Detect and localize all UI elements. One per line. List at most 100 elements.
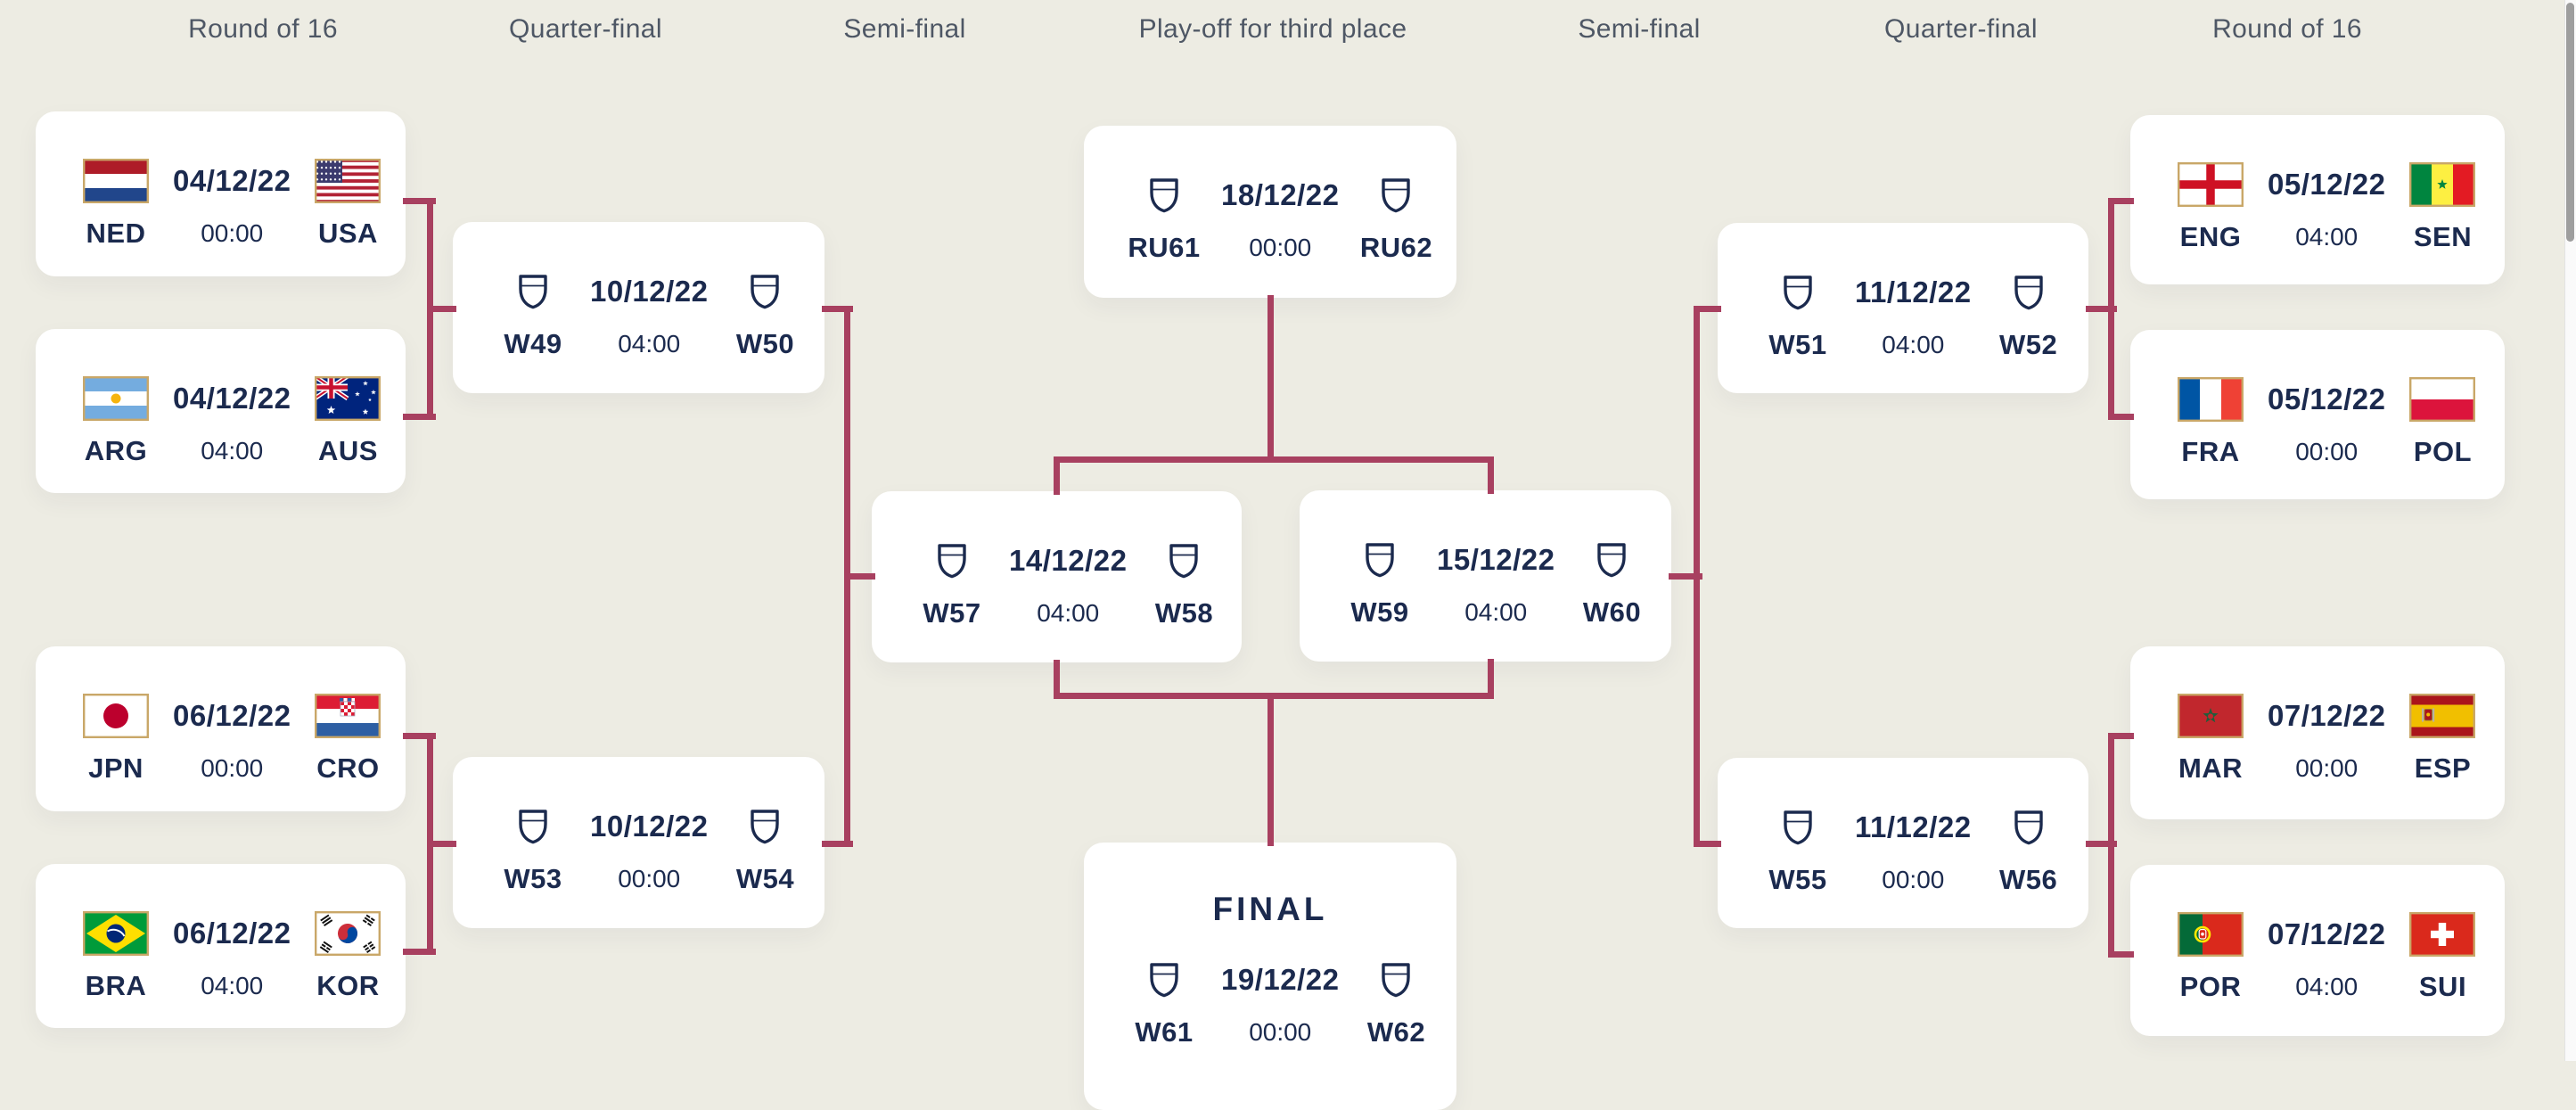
away-team-code: POL [2413, 436, 2473, 467]
match-card-r16-ned-usa[interactable]: NED 04/12/22 00:00 USA [36, 111, 406, 276]
match-time: 00:00 [1882, 866, 1945, 893]
match-card-final-w61-w62[interactable]: FINAL W61 19/12/22 00:00 W62 [1084, 843, 1456, 1110]
cro-flag-icon [315, 694, 381, 738]
home-team-code: NED [86, 218, 146, 249]
shield-icon [751, 810, 780, 844]
away-team-code: SEN [2413, 221, 2473, 252]
bracket-connector-line [1693, 840, 1721, 847]
match-card-grid: ENG 05/12/22 04:00 SEN [2130, 161, 2505, 252]
match-card-sf-w57-w58[interactable]: W57 14/12/22 04:00 W58 [872, 491, 1242, 662]
match-card-r16-eng-sen[interactable]: ENG 05/12/22 04:00 SEN [2130, 115, 2505, 284]
jpn-flag-icon [83, 694, 149, 738]
home-team: ENG [2154, 161, 2268, 252]
match-card-grid: W49 10/12/22 04:00 W50 [453, 268, 824, 359]
match-info: 04/12/22 00:00 [173, 158, 291, 249]
home-team-code: RU61 [1128, 232, 1201, 263]
match-date: 07/12/22 [2268, 917, 2386, 950]
match-date: 11/12/22 [1855, 810, 1972, 843]
match-card-r16-mar-esp[interactable]: MAR 07/12/22 00:00 ESP [2130, 646, 2505, 819]
bracket-connector-line [402, 197, 436, 204]
match-card-grid: ARG 04/12/22 04:00 AUS [36, 375, 406, 466]
away-team-code: CRO [316, 752, 380, 784]
round-header-1: Round of 16 [188, 14, 338, 44]
bracket-connector-line [426, 840, 456, 847]
bracket-connector-line [2107, 732, 2114, 958]
eng-flag-icon [2178, 162, 2244, 207]
match-card-qf-w51-w52[interactable]: W51 11/12/22 04:00 W52 [1718, 223, 2088, 393]
match-time: 00:00 [201, 754, 264, 782]
match-card-grid: W55 11/12/22 00:00 W56 [1718, 804, 2088, 895]
shield-icon [938, 544, 966, 579]
bracket-connector-line [2107, 197, 2134, 204]
sui-flag-icon [2409, 912, 2476, 957]
round-header-3: Semi-final [843, 14, 966, 44]
match-card-r16-jpn-cro[interactable]: JPN 06/12/22 00:00 CRO [36, 646, 406, 811]
bracket-connector-line [402, 948, 436, 955]
esp-flag-icon [2409, 694, 2476, 738]
bracket-connector-line [1053, 692, 1494, 699]
away-team: W52 [1972, 269, 2086, 360]
match-time: 04:00 [618, 330, 681, 358]
away-team-code: RU62 [1359, 232, 1433, 263]
bracket-connector-line [402, 413, 436, 420]
match-card-r16-bra-kor[interactable]: BRA 06/12/22 04:00 KOR [36, 864, 406, 1028]
match-card-playoff-ru61-ru62[interactable]: RU61 18/12/22 00:00 RU62 [1084, 126, 1456, 298]
match-date: 05/12/22 [2268, 382, 2386, 415]
match-card-qf-w55-w56[interactable]: W55 11/12/22 00:00 W56 [1718, 758, 2088, 928]
match-date: 15/12/22 [1437, 543, 1555, 576]
home-team: MAR [2154, 693, 2268, 784]
shield-icon [751, 275, 780, 309]
match-card-grid: MAR 07/12/22 00:00 ESP [2130, 693, 2505, 784]
match-date: 14/12/22 [1009, 544, 1128, 577]
match-card-grid: W51 11/12/22 04:00 W52 [1718, 269, 2088, 360]
home-team-code: W49 [504, 328, 562, 359]
away-team: SUI [2385, 911, 2499, 1002]
bracket-connector-line [821, 840, 853, 847]
home-team-code: W57 [923, 597, 981, 629]
match-card-qf-w49-w50[interactable]: W49 10/12/22 04:00 W50 [453, 222, 824, 393]
mar-flag-icon [2178, 694, 2244, 738]
shield-icon [1150, 963, 1178, 998]
match-time: 00:00 [618, 865, 681, 892]
shield-icon [1784, 275, 1812, 310]
ned-flag-icon [83, 159, 149, 203]
match-card-r16-por-sui[interactable]: POR 07/12/22 04:00 SUI [2130, 865, 2505, 1036]
match-card-qf-w53-w54[interactable]: W53 10/12/22 00:00 W54 [453, 757, 824, 928]
match-card-grid: POR 07/12/22 04:00 SUI [2130, 911, 2505, 1002]
match-info: 14/12/22 04:00 [1009, 538, 1127, 629]
home-team-code: MAR [2178, 752, 2244, 784]
match-info: 11/12/22 00:00 [1855, 804, 1972, 895]
away-team-code: W62 [1366, 1016, 1426, 1048]
knockout-bracket: Round of 16 Quarter-final Semi-final Pla… [36, 0, 2576, 1110]
match-info: 04/12/22 04:00 [173, 375, 291, 466]
away-team-code: W54 [735, 863, 795, 894]
away-team: USA [291, 158, 405, 249]
home-team: W55 [1741, 804, 1855, 895]
bracket-connector-line [1267, 692, 1274, 846]
match-card-r16-arg-aus[interactable]: ARG 04/12/22 04:00 AUS [36, 329, 406, 493]
match-time: 04:00 [201, 972, 264, 999]
shield-icon [1169, 544, 1199, 579]
home-team-code: POR [2179, 971, 2242, 1002]
match-info: 05/12/22 00:00 [2268, 376, 2385, 467]
scrollbar-track[interactable] [2564, 0, 2576, 1061]
away-team: W56 [1972, 804, 2086, 895]
match-info: 18/12/22 00:00 [1221, 172, 1339, 263]
match-card-sf-w59-w60[interactable]: W59 15/12/22 04:00 W60 [1300, 490, 1671, 662]
home-team-code: FRA [2181, 436, 2240, 467]
shield-icon [2014, 810, 2043, 845]
scrollbar-thumb[interactable] [2566, 3, 2574, 242]
match-info: 05/12/22 04:00 [2268, 161, 2385, 252]
home-team: W59 [1323, 537, 1437, 628]
round-header-7: Round of 16 [2212, 14, 2362, 44]
away-team-code: W58 [1154, 597, 1214, 629]
match-card-r16-fra-pol[interactable]: FRA 05/12/22 00:00 POL [2130, 330, 2505, 499]
bracket-connector-line [2107, 732, 2134, 739]
bracket-connector-line [821, 305, 853, 312]
away-team: W50 [708, 268, 822, 359]
shield-icon [1382, 178, 1411, 213]
away-team-code: AUS [317, 435, 378, 466]
bracket-connector-line [843, 572, 875, 580]
home-team: POR [2154, 911, 2268, 1002]
home-team: RU61 [1107, 172, 1221, 263]
